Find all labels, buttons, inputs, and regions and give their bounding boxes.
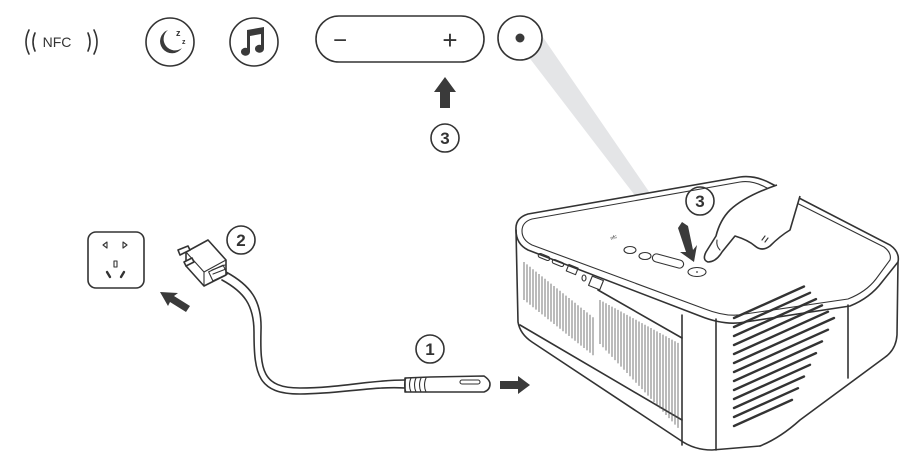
step-3-number-device: 3	[695, 192, 704, 211]
wall-outlet	[87, 231, 145, 289]
power-cable	[177, 239, 491, 395]
svg-text:z: z	[176, 28, 181, 38]
power-icon	[497, 15, 543, 61]
ethernet-port	[588, 275, 604, 291]
side-vent-slot	[732, 291, 812, 329]
step-3-marker-top: 3	[430, 123, 460, 153]
press-arrow-icon	[678, 222, 697, 262]
projector	[515, 175, 900, 451]
side-vent-slot	[732, 316, 836, 365]
side-vent-slot	[732, 297, 818, 338]
side-vent-slot	[732, 363, 812, 401]
side-vent-slot	[732, 351, 818, 392]
usb-port	[565, 263, 579, 276]
side-vent-slot	[732, 340, 824, 383]
step-2-marker: 2	[226, 225, 256, 255]
side-vent-slot	[732, 375, 806, 410]
svg-text:z: z	[182, 39, 186, 46]
sleep-icon: z z	[145, 17, 195, 67]
volume-icon: − +	[315, 15, 485, 63]
volume-plus-label: +	[442, 25, 457, 55]
device-top-buttons: nfc	[610, 234, 707, 278]
connect-arrow-icon	[500, 376, 530, 394]
step-3-number-top: 3	[440, 129, 449, 148]
step-3-marker-device: 3	[685, 186, 715, 216]
device-volume-button	[651, 253, 685, 269]
volume-minus-label: −	[333, 27, 347, 54]
nfc-icon: NFC	[25, 29, 98, 55]
step-2-number: 2	[236, 231, 245, 250]
side-vent-slot	[732, 328, 830, 374]
nfc-label: NFC	[43, 34, 72, 50]
device-power-button	[687, 266, 707, 278]
device-ports	[537, 252, 604, 291]
svg-text:nfc: nfc	[610, 234, 619, 242]
step-1-number: 1	[425, 340, 434, 359]
device-music-button	[638, 251, 652, 261]
side-vent-slots	[732, 285, 836, 428]
audio-jack	[581, 274, 587, 282]
side-vent-slot	[732, 310, 830, 356]
step-1-marker: 1	[415, 334, 445, 364]
side-vent-slot	[732, 398, 794, 428]
side-vent-slot	[732, 304, 824, 347]
music-icon	[229, 17, 279, 67]
side-vent-slot	[732, 387, 800, 419]
up-arrow-icon	[434, 77, 456, 108]
hand-pointer	[703, 184, 801, 263]
front-vent-grille	[523, 262, 679, 428]
plug-in-arrow-icon	[160, 292, 190, 312]
device-sleep-button	[623, 245, 637, 255]
side-vent-slot	[732, 285, 806, 320]
